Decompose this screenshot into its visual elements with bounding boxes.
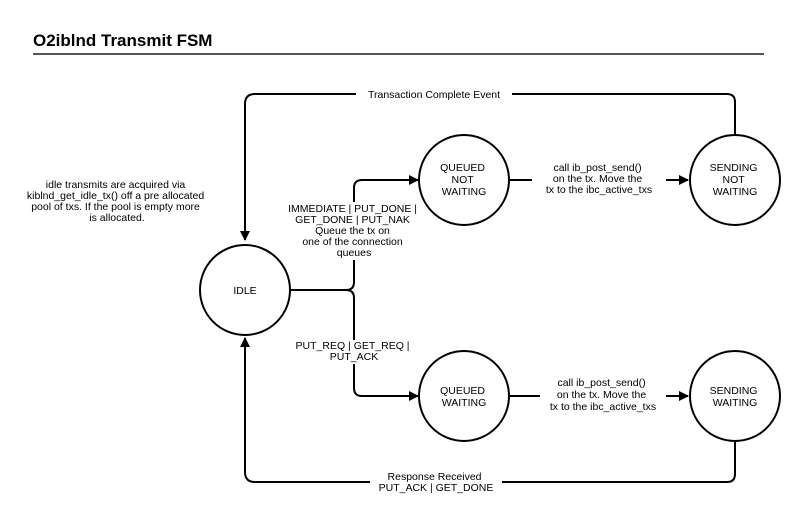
- label-bg-response-received: [370, 470, 502, 494]
- edge-to-queued-waiting: [345, 289, 419, 401]
- label-bg-to-queued-waiting: [290, 340, 416, 364]
- state-label-queued-waiting: QUEUED WAITING: [440, 385, 488, 409]
- state-label-idle: IDLE: [233, 285, 256, 297]
- state-queued-not-waiting: [418, 134, 510, 226]
- page-title: O2iblnd Transmit FSM: [33, 31, 212, 50]
- edge-label-post-send-not-waiting: call ib_post_send() on the tx. Move the …: [546, 162, 652, 196]
- label-bg-post-send-waiting: [540, 376, 666, 414]
- edge-label-to-queued-not-waiting: IMMEDIATE | PUT_DONE | GET_DONE | PUT_NA…: [288, 203, 420, 259]
- idle-note: idle transmits are acquired via kiblnd_g…: [27, 179, 207, 224]
- label-bg-to-queued-not-waiting: [284, 202, 424, 260]
- state-sending-not-waiting: [689, 134, 781, 226]
- edge-label-response-received: Response Received PUT_ACK | GET_DONE: [379, 471, 494, 494]
- state-label-sending-not-waiting: SENDING NOT WAITING: [710, 162, 761, 198]
- label-bg-transaction-complete: [356, 87, 512, 101]
- state-queued-waiting: [418, 350, 510, 442]
- state-sending-waiting: [689, 350, 781, 442]
- edge-label-transaction-complete: Transaction Complete Event: [368, 89, 500, 101]
- edge-label-to-queued-waiting: PUT_REQ | GET_REQ | PUT_ACK: [296, 340, 413, 363]
- state-label-queued-not-waiting: QUEUED NOT WAITING: [440, 162, 488, 198]
- state-label-sending-waiting: SENDING WAITING: [710, 385, 761, 409]
- edge-label-post-send-waiting: call ib_post_send() on the tx. Move the …: [550, 377, 656, 413]
- label-bg-post-send-not-waiting: [532, 160, 666, 198]
- state-idle: [199, 244, 291, 336]
